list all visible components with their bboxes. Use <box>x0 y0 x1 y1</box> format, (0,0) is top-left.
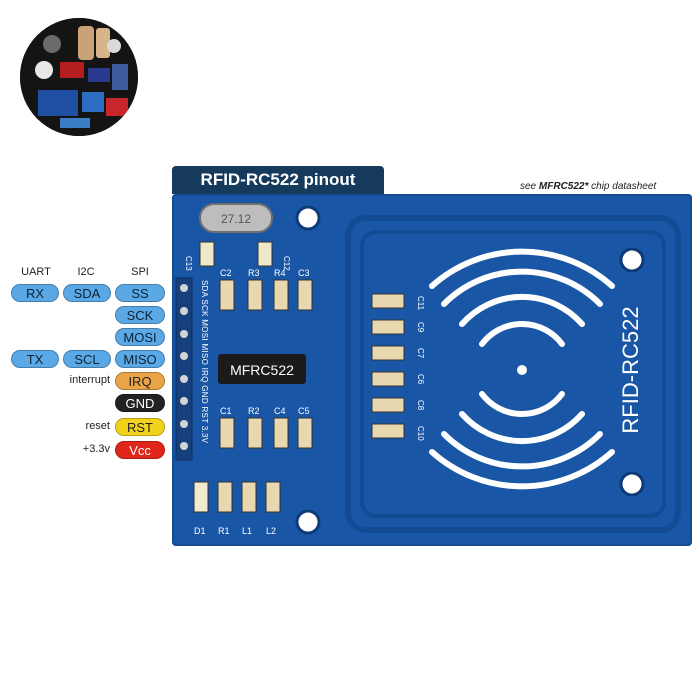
pin-sck: SCK <box>115 306 165 324</box>
crystal <box>199 203 273 233</box>
pin-mosi: MOSI <box>115 328 165 346</box>
label-c10: C10 <box>416 426 425 441</box>
pin-tx: TX <box>11 350 59 368</box>
bottom-components <box>193 481 281 513</box>
mounting-hole <box>295 509 321 535</box>
mounting-hole <box>619 247 645 273</box>
pin-miso: MISO <box>115 350 165 368</box>
label-r4: R4 <box>274 268 286 278</box>
label-r2: R2 <box>248 406 260 416</box>
label-c11: C11 <box>416 296 425 311</box>
logo <box>20 18 138 136</box>
mid-components <box>219 417 313 449</box>
pin-vcc: Vcc <box>115 441 165 459</box>
label-c8: C8 <box>416 400 425 411</box>
board-graphic: 27.12 C13 C12 SDA SCK MOSI MISO IRQ GND … <box>175 203 681 536</box>
pin-gnd: GND <box>115 394 165 412</box>
label-c4: C4 <box>274 406 286 416</box>
pin-sda: SDA <box>63 284 111 302</box>
rfid-board: 27.12 C13 C12 SDA SCK MOSI MISO IRQ GND … <box>172 194 692 546</box>
pin-scl: SCL <box>63 350 111 368</box>
header-uart: UART <box>21 266 51 278</box>
mfrc522-chip <box>218 354 306 384</box>
label-c9: C9 <box>416 322 425 333</box>
label-c1: C1 <box>220 406 232 416</box>
label-r3: R3 <box>248 268 260 278</box>
datasheet-note: see MFRC522* chip datasheet <box>520 181 657 192</box>
label-l1: L1 <box>242 526 252 536</box>
crystal-label: 27.12 <box>221 212 251 226</box>
side-reset: reset <box>85 420 110 432</box>
pin-rst: RST <box>115 418 165 436</box>
label-c3: C3 <box>298 268 310 278</box>
title-banner: RFID-RC522 pinout <box>172 166 384 194</box>
header-spi: SPI <box>131 266 149 278</box>
label-r1: R1 <box>218 526 230 536</box>
mounting-hole <box>295 205 321 231</box>
label-l2: L2 <box>266 526 276 536</box>
antenna-capacitors <box>371 293 405 439</box>
header-silk-labels: SDA SCK MOSI MISO IRQ GND RST 3.3V <box>200 280 209 444</box>
mounting-hole <box>619 471 645 497</box>
top-components <box>219 279 313 311</box>
side-3v3: +3.3v <box>82 443 110 455</box>
model-label: RFID-RC522 <box>618 306 643 433</box>
pin-irq: IRQ <box>115 372 165 390</box>
label-c5: C5 <box>298 406 310 416</box>
label-c7: C7 <box>416 348 425 359</box>
pin-ss: SS <box>115 284 165 302</box>
rfid-waves <box>429 248 615 490</box>
label-c2: C2 <box>220 268 232 278</box>
label-d1: D1 <box>194 526 206 536</box>
pin-rx: RX <box>11 284 59 302</box>
label-c13: C13 <box>184 256 193 271</box>
side-interrupt: interrupt <box>69 374 110 386</box>
antenna-trace <box>345 215 681 533</box>
chip-label: MFRC522 <box>230 362 294 378</box>
logo-graphic <box>20 18 138 136</box>
label-c6: C6 <box>416 374 425 385</box>
header-i2c: I2C <box>77 266 95 278</box>
label-c12: C12 <box>282 256 291 271</box>
rfid-center-dot <box>517 365 527 375</box>
antenna-trace <box>360 230 666 518</box>
